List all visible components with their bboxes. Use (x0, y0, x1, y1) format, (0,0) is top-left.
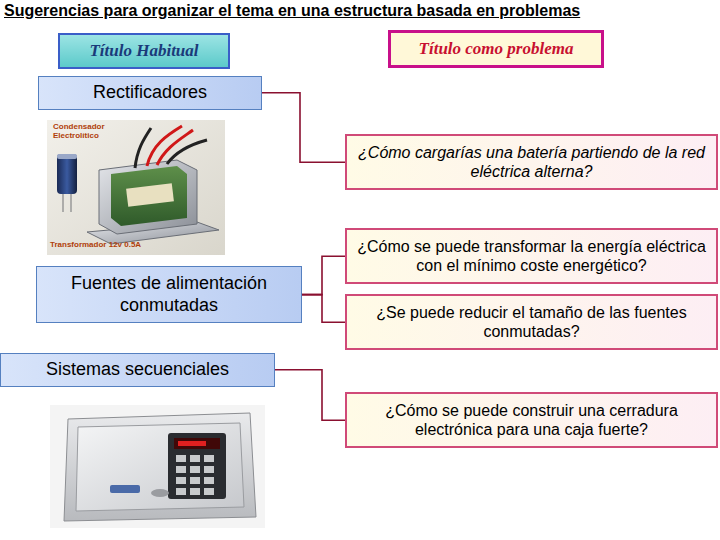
capacitor-top (57, 154, 77, 159)
node-text: ¿Cómo se puede transformar la energía el… (355, 237, 708, 275)
illustration-part (204, 455, 214, 462)
problem-box: ¿Cómo cargarías una batería partiendo de… (345, 134, 718, 190)
capacitor-body (57, 154, 77, 194)
safe-body (64, 413, 256, 521)
illustration-part (204, 488, 214, 495)
display-digits (178, 441, 206, 446)
wire (147, 126, 182, 166)
connector (302, 256, 345, 294)
transformer-coil (111, 166, 187, 226)
transformer-sticker (126, 183, 174, 206)
wire (135, 128, 151, 168)
illustration-part (176, 466, 186, 473)
handle (151, 489, 169, 497)
photo-label: Condensador Electrolítico (53, 123, 113, 141)
problem-box: ¿Se puede reducir el tamaño de las fuent… (345, 294, 718, 350)
topic-box: Rectificadores (38, 76, 262, 110)
illustration-part (204, 466, 214, 473)
connector (275, 370, 345, 420)
node-text: ¿Cómo cargarías una batería partiendo de… (355, 143, 708, 181)
topic-box: Sistemas secuenciales (0, 353, 275, 387)
topic-box: Fuentes de alimentación conmutadas (36, 266, 302, 323)
illustration-part (176, 477, 186, 484)
illustration-part (176, 488, 186, 495)
display (174, 438, 220, 449)
problem-box: ¿Cómo se puede construir una cerradura e… (345, 392, 718, 448)
illustration-part (190, 455, 200, 462)
node-text: Fuentes de alimentación conmutadas (43, 273, 295, 316)
node-text: Sistemas secuenciales (46, 359, 229, 381)
connector (302, 295, 345, 323)
capacitor-leg (62, 194, 64, 212)
illustration-part (204, 477, 214, 484)
wire (167, 140, 207, 164)
illustration-part (190, 477, 200, 484)
control-panel (168, 433, 226, 499)
node-text: Rectificadores (93, 82, 207, 104)
transformer-core (99, 160, 197, 234)
safe-door (76, 423, 244, 511)
node-text: Título como problema (419, 39, 574, 59)
node-text: Título Habitual (89, 41, 198, 61)
page-title: Sugerencias para organizar el tema en un… (4, 2, 716, 20)
header-box: Título como problema (388, 30, 604, 68)
connector (262, 93, 345, 162)
illustration-part (176, 455, 186, 462)
problem-box: ¿Cómo se puede transformar la energía el… (345, 228, 718, 284)
keypad (176, 455, 214, 495)
transformer-photo (47, 120, 225, 255)
node-text: ¿Cómo se puede construir una cerradura e… (355, 401, 708, 439)
photo-ground (50, 405, 265, 528)
capacitor-leg (70, 194, 72, 212)
brand-badge (110, 485, 140, 493)
safe-photo (50, 405, 265, 528)
photo-ground (47, 120, 225, 255)
photo-label: Transformador 12v 0.5A (50, 241, 170, 250)
illustration-part (190, 488, 200, 495)
node-text: ¿Se puede reducir el tamaño de las fuent… (355, 303, 708, 341)
illustration-part (190, 466, 200, 473)
header-box: Título Habitual (58, 33, 230, 69)
